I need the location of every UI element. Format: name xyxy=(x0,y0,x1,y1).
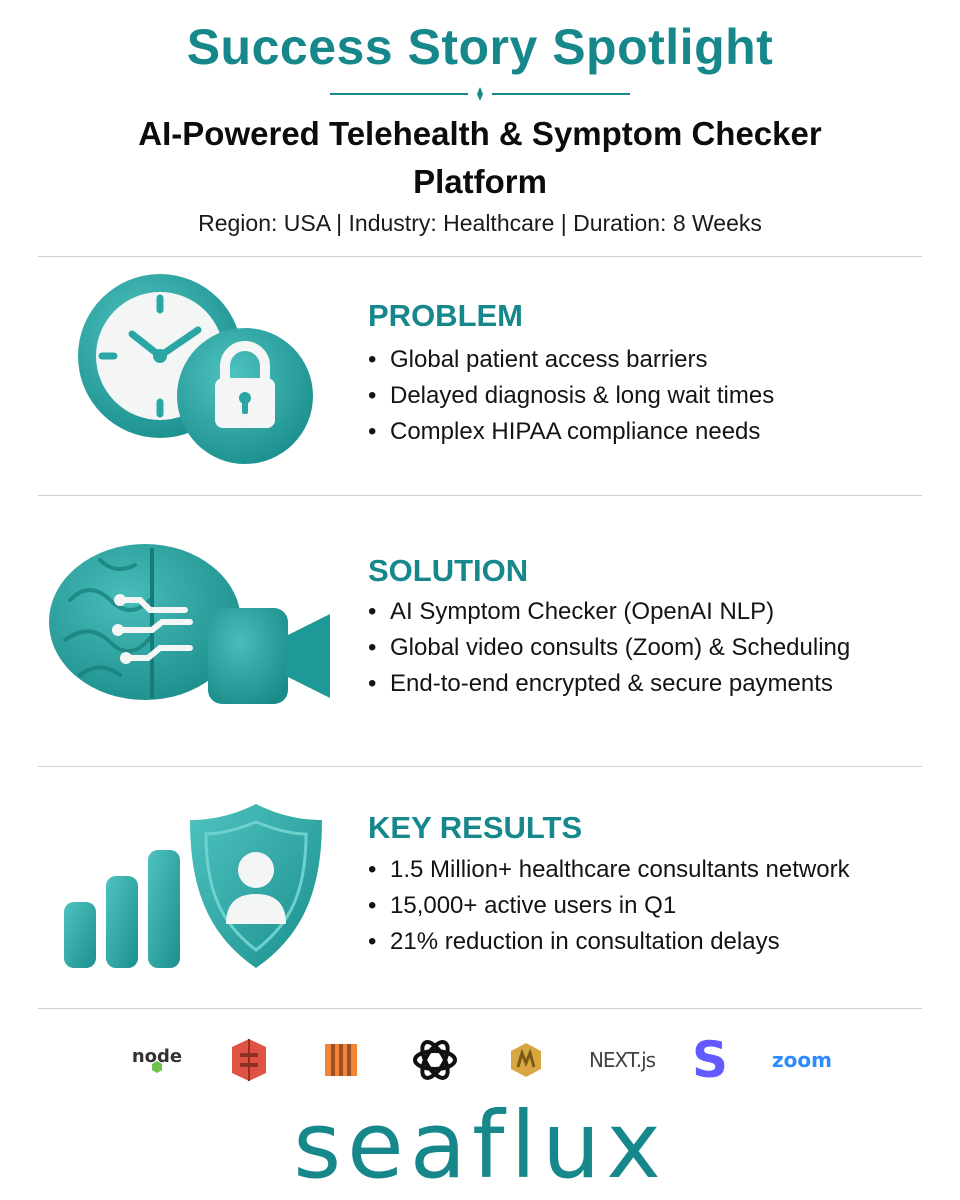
problem-list: Global patient access barriers Delayed d… xyxy=(368,342,774,450)
aws-s3-logo xyxy=(224,1030,274,1090)
divider xyxy=(38,256,922,257)
list-item: Delayed diagnosis & long wait times xyxy=(368,378,774,414)
clock-lock-icon xyxy=(40,268,340,488)
list-item: 15,000+ active users in Q1 xyxy=(368,888,850,924)
project-subtitle: AI-Powered Telehealth & Symptom Checker … xyxy=(60,110,900,206)
stripe-logo: S xyxy=(688,1030,732,1090)
project-meta: Region: USA | Industry: Healthcare | Dur… xyxy=(198,210,762,236)
zoom-logo: zoom xyxy=(766,1030,838,1090)
list-item: End-to-end encrypted & secure payments xyxy=(368,666,850,702)
list-item: Complex HIPAA compliance needs xyxy=(368,414,774,450)
list-item: 21% reduction in consultation delays xyxy=(368,924,850,960)
growth-bars-shield-user-icon xyxy=(40,796,340,976)
page-title: Success Story Spotlight xyxy=(186,19,774,75)
nodejs-logo: node xyxy=(124,1030,190,1090)
divider xyxy=(38,495,922,496)
subtitle-line-1: AI-Powered Telehealth & Symptom Checker xyxy=(138,115,822,152)
divider xyxy=(38,1008,922,1009)
list-item: AI Symptom Checker (OpenAI NLP) xyxy=(368,594,850,630)
brand-logo: seaflux xyxy=(293,1092,667,1199)
key-results-heading: KEY RESULTS xyxy=(368,810,583,845)
solution-heading: SOLUTION xyxy=(368,553,529,588)
list-item: Global patient access barriers xyxy=(368,342,774,378)
nodejs-logo-text: node xyxy=(132,1046,182,1067)
stripe-logo-text: S xyxy=(691,1031,728,1089)
solution-list: AI Symptom Checker (OpenAI NLP) Global v… xyxy=(368,594,850,702)
list-item: 1.5 Million+ healthcare consultants netw… xyxy=(368,852,850,888)
nextjs-logo: NEXT.js xyxy=(584,1030,660,1090)
subtitle-line-2: Platform xyxy=(413,163,547,200)
title-ornament xyxy=(330,87,630,101)
zoom-logo-text: zoom xyxy=(772,1048,832,1072)
brain-video-camera-icon xyxy=(40,530,340,720)
nextjs-logo-text: NEXT.js xyxy=(588,1048,656,1072)
key-results-list: 1.5 Million+ healthcare consultants netw… xyxy=(368,852,850,960)
aws-amplify-logo xyxy=(504,1030,548,1090)
divider xyxy=(38,766,922,767)
aws-ec2-logo xyxy=(318,1030,364,1090)
tech-logos-row: node xyxy=(0,1030,960,1090)
openai-logo xyxy=(406,1030,464,1090)
problem-heading: PROBLEM xyxy=(368,298,523,333)
list-item: Global video consults (Zoom) & Schedulin… xyxy=(368,630,850,666)
